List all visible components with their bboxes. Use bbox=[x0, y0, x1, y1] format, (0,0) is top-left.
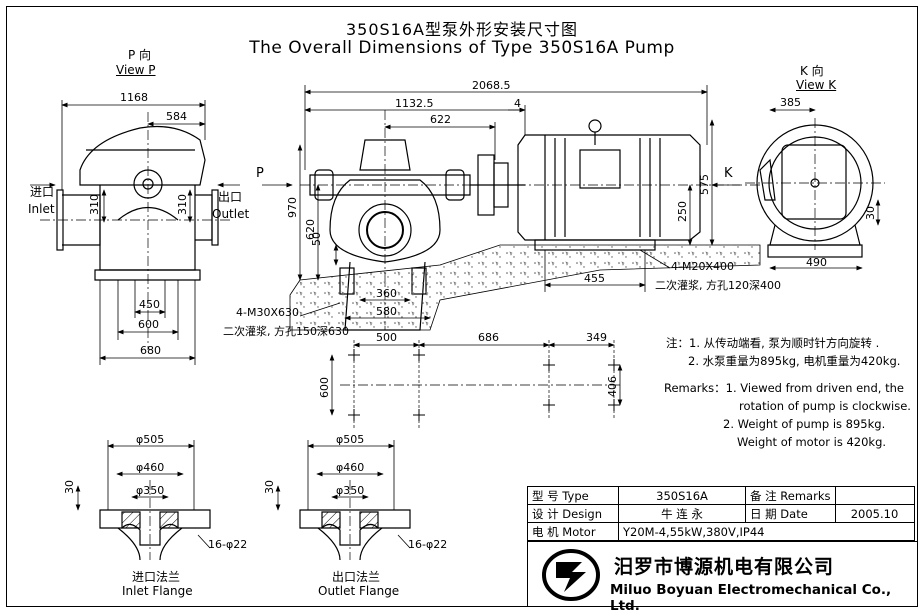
dim-575: 575 bbox=[698, 174, 711, 195]
inlet-flange-section bbox=[99, 480, 211, 561]
dim-inlet-phi350: φ350 bbox=[136, 484, 164, 497]
company-block: 汨罗市博源机电有限公司 Miluo Boyuan Electromechanic… bbox=[527, 541, 918, 614]
inlet-flange-cn: 进口法兰 bbox=[132, 570, 181, 584]
note-cn-2: 2. 水泵重量为895kg, 电机重量为420kg. bbox=[688, 354, 901, 368]
dim-outlet-bolts: 16-φ22 bbox=[408, 538, 447, 551]
remarks-value bbox=[834, 486, 915, 505]
view-k-label-en: View K bbox=[796, 78, 837, 92]
dim-outlet-phi505: φ505 bbox=[336, 433, 364, 446]
design-label: 设 计 Design bbox=[527, 504, 619, 523]
dim-600-bolts: 600 bbox=[318, 377, 331, 398]
drawing-title-en: The Overall Dimensions of Type 350S16A P… bbox=[249, 38, 675, 58]
dim-385: 385 bbox=[780, 96, 801, 109]
dim-inlet-bolts: 16-φ22 bbox=[208, 538, 247, 551]
type-label: 型 号 Type bbox=[527, 486, 619, 505]
motor-anchor-bolt: 4-M20X400 bbox=[671, 260, 734, 273]
dim-50: 50 bbox=[310, 232, 323, 246]
dim-outlet-phi460: φ460 bbox=[336, 461, 364, 474]
dim-349: 349 bbox=[586, 331, 607, 344]
pump-anchor-bolt: 4-M30X630 bbox=[236, 306, 299, 319]
type-value: 350S16A bbox=[618, 486, 746, 505]
dim-outlet-30: 30 bbox=[263, 480, 276, 494]
note-en-1: Remarks：1. Viewed from driven end, the bbox=[664, 381, 904, 395]
dim-620: 620 bbox=[304, 219, 317, 240]
outlet-label-cn: 出口 bbox=[218, 190, 243, 204]
dim-1168: 1168 bbox=[120, 91, 148, 104]
motor-value: Y20M-4,55kW,380V,IP44 bbox=[618, 522, 915, 541]
company-name-en: Miluo Boyuan Electromechanical Co., Ltd. bbox=[610, 582, 892, 614]
note-en-2: rotation of pump is clockwise. bbox=[739, 399, 911, 413]
dim-outlet-phi350: φ350 bbox=[336, 484, 364, 497]
inlet-label-en: Inlet bbox=[28, 202, 55, 216]
concrete-foundation bbox=[289, 244, 761, 331]
dim-inlet-30: 30 bbox=[63, 480, 76, 494]
view-p-label-cn: P 向 bbox=[128, 48, 152, 62]
dim-970: 970 bbox=[286, 197, 299, 218]
dim-250: 250 bbox=[676, 201, 689, 222]
view-k-label-cn: K 向 bbox=[800, 64, 824, 78]
date-label: 日 期 Date bbox=[745, 504, 836, 523]
dim-310-outlet: 310 bbox=[176, 194, 189, 215]
outlet-label-en: Outlet bbox=[212, 207, 250, 221]
dim-584: 584 bbox=[166, 110, 187, 123]
inlet-flange-en: Inlet Flange bbox=[122, 584, 193, 598]
title-block: 型 号 Type 350S16A 备 注 Remarks 设 计 Design … bbox=[527, 486, 915, 541]
dim-inlet-phi505: φ505 bbox=[136, 433, 164, 446]
dim-622: 622 bbox=[430, 113, 451, 126]
inlet-label-cn: 进口 bbox=[30, 185, 55, 199]
view-letter-p: P bbox=[256, 166, 264, 181]
dim-inlet-phi460: φ460 bbox=[136, 461, 164, 474]
remarks-label: 备 注 Remarks bbox=[745, 486, 836, 505]
motor-label: 电 机 Motor bbox=[527, 522, 619, 541]
dim-600-base: 600 bbox=[138, 318, 159, 331]
dim-490: 490 bbox=[806, 256, 827, 269]
dim-680: 680 bbox=[140, 344, 161, 357]
company-logo-icon bbox=[542, 549, 600, 601]
dim-1132-5: 1132.5 bbox=[395, 97, 434, 110]
note-en-3: 2. Weight of pump is 895kg. bbox=[723, 417, 886, 431]
company-name-cn: 汨罗市博源机电有限公司 bbox=[614, 556, 835, 578]
dim-2068-5: 2068.5 bbox=[472, 79, 511, 92]
note-en-4: Weight of motor is 420kg. bbox=[737, 435, 887, 449]
anchor-bolt-layout bbox=[340, 340, 620, 430]
front-view-coupling bbox=[470, 154, 525, 216]
design-value: 牛 连 永 bbox=[618, 504, 746, 523]
outlet-flange-en: Outlet Flange bbox=[318, 584, 400, 598]
dim-406: 406 bbox=[606, 376, 619, 397]
date-value: 2005.10 bbox=[834, 504, 915, 523]
view-p-label-en: View P bbox=[116, 63, 156, 77]
view-letter-k: K bbox=[724, 166, 733, 181]
note-cn-1: 注：1. 从传动端看, 泵为顺时针方向旋转 . bbox=[666, 336, 880, 350]
dim-455: 455 bbox=[584, 272, 605, 285]
dim-4: 4 bbox=[514, 97, 521, 110]
pump-grout-note: 二次灌浆, 方孔150深630 bbox=[223, 325, 349, 338]
view-p-pump-side bbox=[40, 112, 232, 350]
motor-grout-note: 二次灌浆, 方孔120深400 bbox=[655, 279, 781, 292]
dim-580: 580 bbox=[376, 305, 397, 318]
drawing-frame bbox=[6, 6, 918, 607]
dim-310-inlet: 310 bbox=[88, 194, 101, 215]
dim-30-k: 30 bbox=[864, 206, 877, 220]
dim-500: 500 bbox=[376, 331, 397, 344]
dim-450: 450 bbox=[139, 298, 160, 311]
view-k-motor-end bbox=[745, 118, 885, 258]
outlet-flange-cn: 出口法兰 bbox=[332, 570, 381, 584]
outlet-flange-section bbox=[299, 480, 411, 561]
drawing-title-cn: 350S16A型泵外形安装尺寸图 bbox=[345, 20, 578, 39]
dim-360: 360 bbox=[376, 287, 397, 300]
dim-686: 686 bbox=[478, 331, 499, 344]
